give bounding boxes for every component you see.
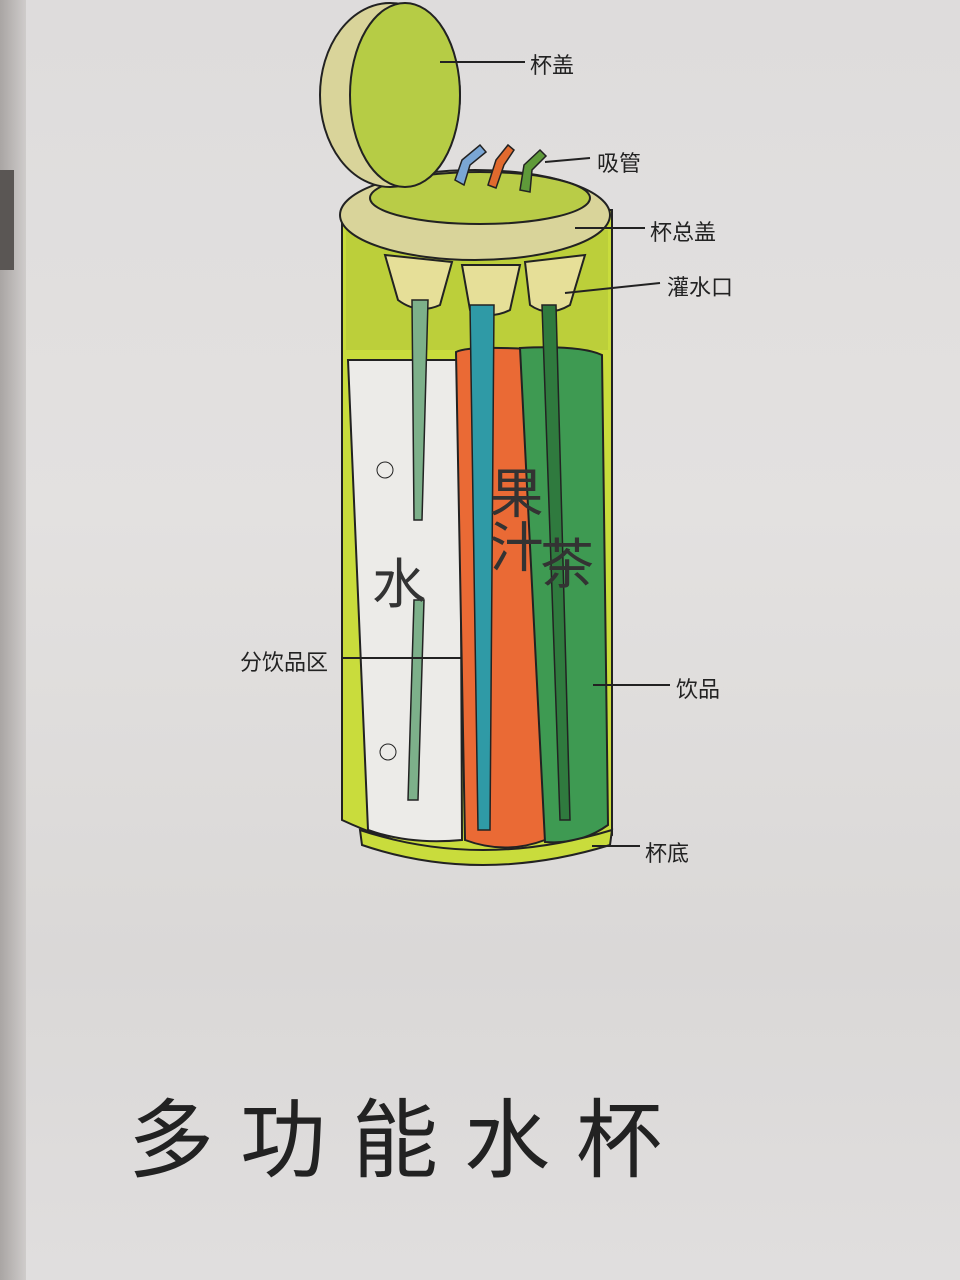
label-fill-port: 灌水口 bbox=[667, 276, 734, 301]
label-cup-lid: 杯盖 bbox=[530, 54, 575, 79]
label-compartment-divider: 分饮品区 bbox=[240, 651, 329, 676]
compartment-label-tea: 茶 bbox=[540, 533, 594, 596]
label-main-lid: 杯总盖 bbox=[650, 221, 717, 246]
label-straw: 吸管 bbox=[597, 152, 642, 177]
label-drink: 饮品 bbox=[676, 678, 721, 703]
compartment-label-juice: 果汁 bbox=[480, 465, 543, 573]
label-cup-bottom: 杯底 bbox=[645, 842, 690, 867]
compartment-label-water: 水 bbox=[372, 553, 426, 616]
page-title: 多功能水杯 bbox=[128, 1091, 688, 1191]
paper-edge-shadow bbox=[0, 0, 26, 1280]
